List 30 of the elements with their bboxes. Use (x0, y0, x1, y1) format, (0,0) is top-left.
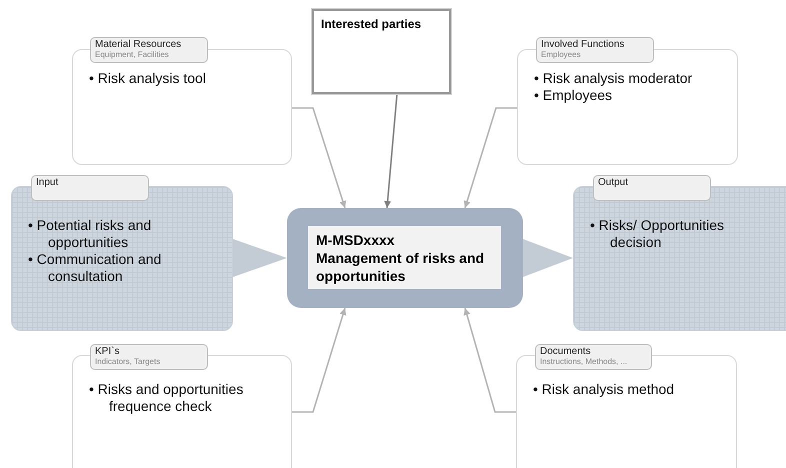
bullet-item: • Employees (534, 87, 614, 104)
card-subheading: Indicators, Targets (95, 357, 162, 366)
card-subheading: Equipment, Facilities (95, 50, 170, 59)
card-subheading: Employees (541, 50, 582, 59)
arrow (292, 308, 346, 413)
process-title: Management of risks and opportunities (316, 249, 486, 285)
chevron-arrow (523, 239, 573, 277)
arrow (292, 107, 346, 208)
bullet-item: • Communication and consultation (28, 251, 162, 285)
card-heading: Output (598, 177, 630, 188)
chevron-arrow (233, 239, 287, 277)
arrow (464, 308, 516, 413)
bullet-item: • Potential risks and opportunities (28, 217, 152, 251)
card-heading: Input (36, 177, 60, 188)
bullet-item: • Risks/ Opportunities decision (590, 217, 726, 251)
process-box (287, 208, 523, 308)
note-box (312, 9, 451, 94)
bullet-item: • Risk analysis method (533, 381, 676, 398)
bullet-item: • Risks and opportunities frequence check (89, 381, 244, 415)
arrow (464, 107, 517, 208)
bullet-item: • Risk analysis tool (89, 70, 207, 87)
card-heading: Documents (540, 346, 592, 357)
card-heading: Material Resources (95, 39, 182, 50)
arrow (384, 94, 398, 208)
card-heading: Involved Functions (541, 39, 626, 50)
process-title: M-MSDxxxx (316, 231, 396, 249)
box-title: Interested parties (321, 17, 422, 31)
bullet-item: • Risk analysis moderator (534, 70, 694, 87)
card-subheading: Instructions, Methods, ... (540, 357, 628, 366)
card-heading: KPI`s (95, 346, 120, 357)
